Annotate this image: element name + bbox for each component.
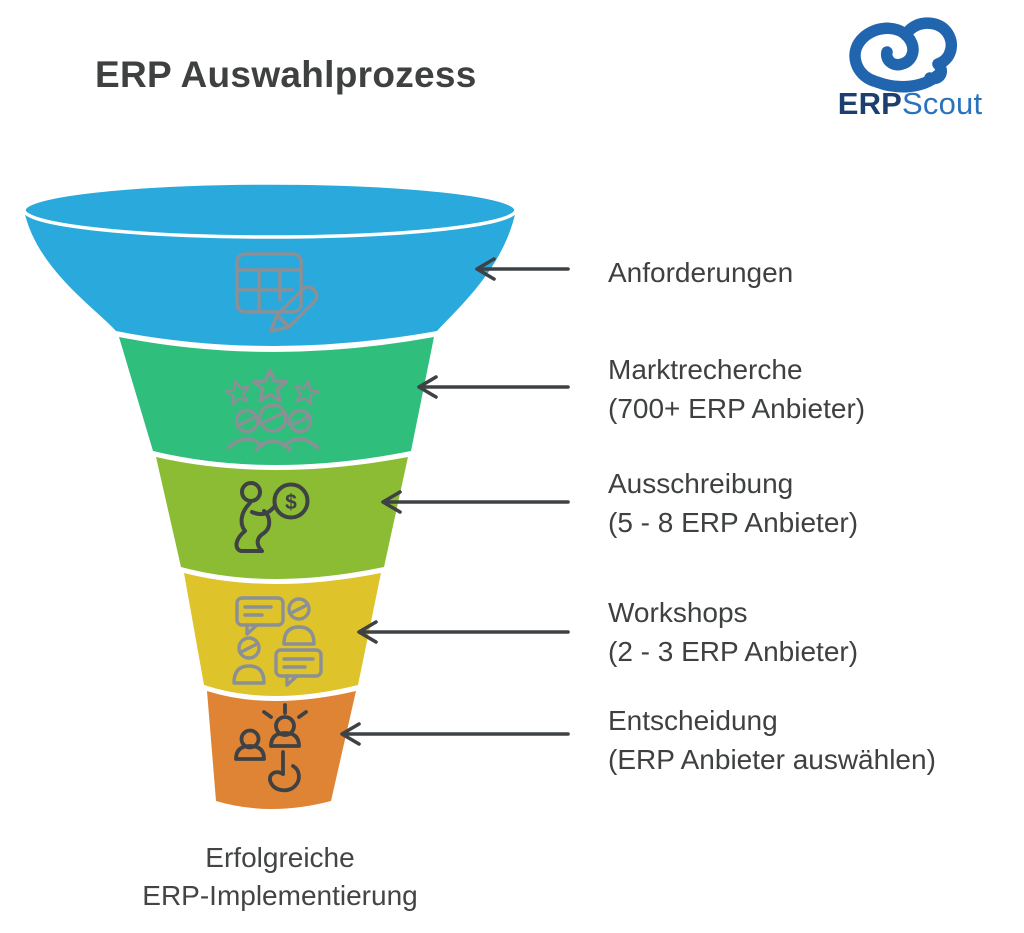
pointing-hand [268,764,301,793]
caption-line-2: ERP-Implementierung [142,880,418,911]
cloud-swirl-icon [849,17,958,93]
stage-subtitle: (700+ ERP Anbieter) [608,393,866,424]
stage-subtitle: (5 - 8 ERP Anbieter) [608,507,859,538]
arrow-entscheidung [340,722,570,746]
person-head [237,636,261,660]
person-head-slash [237,415,257,427]
person-shoulders [226,437,264,450]
stage-label-entscheidung: Entscheidung (ERP Anbieter auswählen) [608,701,936,779]
stage-title: Ausschreibung [608,468,794,499]
person-head-slash [261,411,285,425]
stage-label-marktrecherche: Marktrecherche (700+ ERP Anbieter) [608,350,865,428]
stage-title: Anforderungen [608,257,794,288]
pencil-body [275,285,319,329]
funnel-rim [22,181,518,239]
person-arm [250,505,276,517]
highlight-ray [297,710,308,719]
cloud-bottom-tail [871,69,944,93]
person-shoulders [254,439,292,452]
stage-label-anforderungen: Anforderungen [608,253,793,292]
highlight-ray [262,710,273,719]
stage-subtitle: (ERP Anbieter auswählen) [608,744,936,775]
speech-bubble [235,596,285,627]
person-head-slash [289,603,309,615]
arrow-ausschreibung [381,490,570,514]
table-edit-icon [235,252,319,333]
funnel-stage-workshops [184,573,381,696]
speech-bubble-tail [285,674,299,687]
selection-icon [234,703,308,793]
stage-title: Entscheidung [608,705,778,736]
funnel-stage-anforderungen [24,210,516,346]
arrow-workshops [357,620,570,644]
stage-label-ausschreibung: Ausschreibung (5 - 8 ERP Anbieter) [608,464,858,542]
speech-bubble-tail [245,623,259,636]
table-outline [235,252,303,314]
person-head [240,481,262,503]
star-icon [252,368,288,403]
logo-brand-bold: ERP [837,86,903,121]
person-shoulders [269,731,301,748]
funnel-sections [22,181,518,809]
person-head [274,715,296,737]
negotiation-money-icon: $ [234,481,310,553]
funnel-stage-marktrecherche [119,337,434,465]
stage-subtitle: (2 - 3 ERP Anbieter) [608,636,859,667]
stage-title: Marktrecherche [608,354,803,385]
logo-wordmark: ERPScout [815,86,1005,122]
discussion-icon [232,596,323,687]
arrow-anforderungen [475,257,570,281]
person-head [234,408,260,434]
person-shoulders [234,744,266,761]
person-head [287,408,313,434]
caption-line-1: Erfolgreiche [205,842,355,873]
stage-arrows [340,257,570,746]
coin-circle [272,482,310,520]
stage-title: Workshops [608,597,748,628]
person-head [258,403,288,433]
funnel-stage-ausschreibung [156,457,408,579]
person-head-slash [290,415,310,427]
funnel-caption: Erfolgreiche ERP-Implementierung [90,839,470,915]
pencil-tip [269,313,291,333]
page-title: ERP Auswahlprozess [95,54,477,95]
dollar-sign: $ [285,491,297,514]
person-head-slash [239,642,259,654]
kneeling-body [234,501,272,553]
stage-label-workshops: Workshops (2 - 3 ERP Anbieter) [608,593,858,671]
rating-team-icon [222,368,322,452]
funnel-stage-entscheidung [207,691,356,809]
person-shoulders [232,664,266,685]
arrow-marktrecherche [417,375,570,399]
logo-brand-light: Scout [902,86,983,121]
person-shoulders [282,625,316,646]
person-head [287,597,311,621]
person-shoulders [282,437,320,450]
